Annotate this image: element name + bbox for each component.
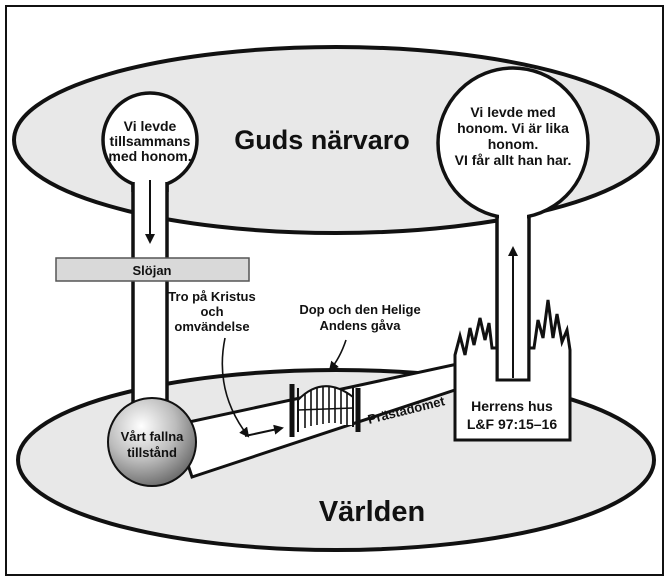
faith-line-1: Tro på Kristus (168, 289, 255, 304)
veil-label: Slöjan (132, 263, 171, 278)
exaltation-line-4: VI får allt han har. (455, 152, 572, 168)
exaltation-line-3: honom. (488, 136, 539, 152)
faith-line-3: omvändelse (174, 319, 249, 334)
veil-bar: Slöjan (55, 257, 250, 282)
exaltation-bubble: Vi levde med honom. Vi är lika honom. VI… (436, 66, 590, 222)
temple-line-1: Herrens hus (471, 398, 553, 414)
gate-icon (289, 384, 361, 437)
path-arrow (244, 424, 284, 437)
gift-line-2: Andens gåva (320, 318, 402, 333)
fallen-line-2: tillstånd (127, 445, 177, 460)
heaven-label: Guds närvaro (234, 125, 410, 155)
fallen-state-sphere: Vårt fallna tillstånd (107, 397, 197, 487)
temple-shape: Herrens hus L&F 97:15–16 (453, 299, 572, 442)
fallen-line-1: Vårt fallna (121, 429, 185, 444)
premortal-line-3: med honom. (108, 148, 191, 164)
temple-line-2: L&F 97:15–16 (467, 416, 557, 432)
premortal-line-2: tillsammans (110, 133, 191, 149)
premortal-bubble: Vi levde tillsammans med honom. (101, 91, 199, 192)
premortal-line-1: Vi levde (124, 118, 177, 134)
world-label: Världen (319, 496, 425, 528)
exaltation-line-2: honom. Vi är lika (457, 120, 569, 136)
faith-line-2: och (200, 304, 223, 319)
faith-pointer-arrow (221, 337, 250, 438)
gift-pointer-arrow (328, 339, 347, 372)
gift-line-1: Dop och den Helige (299, 302, 420, 317)
exaltation-line-1: Vi levde med (470, 104, 555, 120)
